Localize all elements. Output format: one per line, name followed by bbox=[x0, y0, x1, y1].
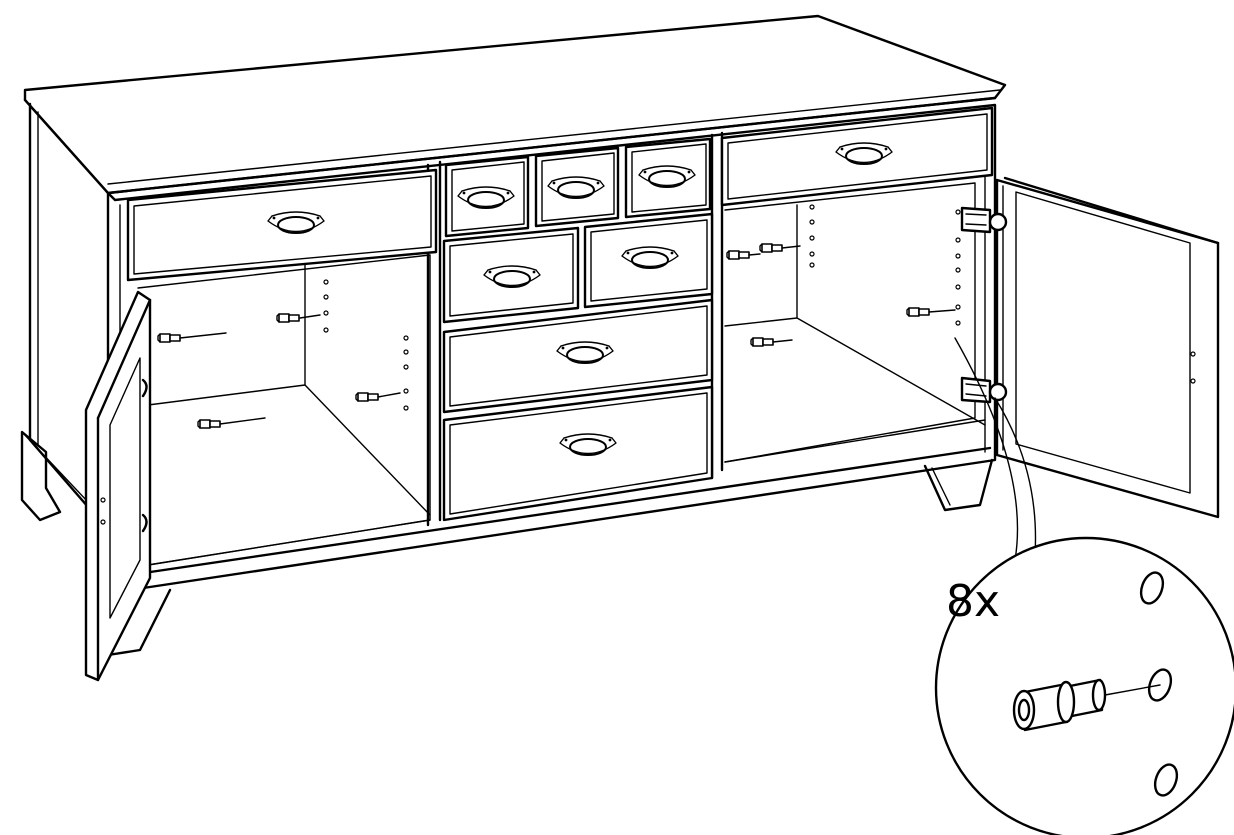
door-hinge-icon bbox=[960, 206, 1008, 404]
left-compartment bbox=[137, 254, 431, 566]
quantity-label: 8x bbox=[946, 576, 1000, 627]
drawer-small-2 bbox=[534, 146, 620, 228]
magnified-detail-circle-icon bbox=[934, 536, 1234, 835]
drawer-top-left bbox=[126, 168, 438, 282]
drawer-medium-left bbox=[442, 226, 580, 324]
left-door bbox=[84, 290, 152, 682]
drawer-wide-upper bbox=[442, 298, 714, 414]
drawer-small-3 bbox=[624, 137, 712, 219]
callout-leader bbox=[954, 337, 1037, 561]
drawer-medium-right bbox=[583, 212, 714, 309]
right-door bbox=[995, 176, 1220, 519]
right-compartment bbox=[724, 182, 986, 463]
drawer-wide-lower bbox=[442, 385, 714, 522]
drawer-top-right bbox=[720, 106, 994, 207]
shelf-support-peg-icon bbox=[157, 243, 956, 429]
drawer-small-1 bbox=[444, 155, 530, 238]
